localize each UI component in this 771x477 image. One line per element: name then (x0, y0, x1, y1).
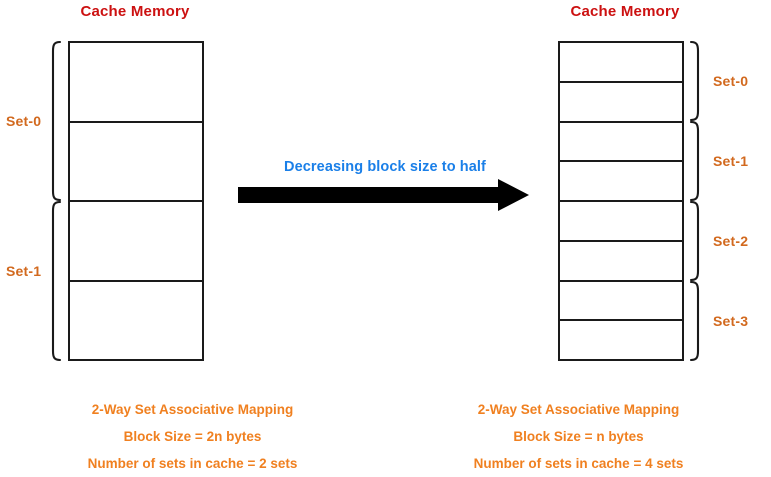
cache-line (70, 43, 202, 123)
cache-line (560, 241, 682, 282)
cache-line (560, 281, 682, 322)
set-brace-left-0 (44, 40, 62, 202)
set-brace-right-2 (689, 200, 707, 282)
set-label-right-3: Set-3 (713, 313, 749, 329)
set-label-left-1: Set-1 (6, 263, 42, 279)
cache-table-left (68, 41, 204, 361)
set-brace-right-1 (689, 120, 707, 202)
set-label-right-2: Set-2 (713, 233, 749, 249)
caption-right-line-1: 2-Way Set Associative Mapping (477, 402, 680, 417)
caption-right: 2-Way Set Associative Mapping Block Size… (386, 396, 771, 477)
cache-memory-title-right: Cache Memory (570, 3, 680, 20)
set-label-right-1: Set-1 (713, 153, 749, 169)
set-brace-right-0 (689, 40, 707, 122)
cache-memory-title-left: Cache Memory (80, 3, 190, 20)
caption-left-line-3: Number of sets in cache = 2 sets (87, 456, 298, 471)
cache-line (70, 122, 202, 202)
set-brace-right-3 (689, 280, 707, 362)
set-brace-left-1 (44, 200, 62, 362)
cache-line (70, 281, 202, 359)
set-label-left-0: Set-0 (6, 113, 42, 129)
caption-left-line-1: 2-Way Set Associative Mapping (91, 402, 294, 417)
cache-line (560, 202, 682, 242)
cache-line (560, 82, 682, 123)
transform-caption: Decreasing block size to half (284, 159, 486, 175)
cache-table-right (558, 41, 684, 361)
set-label-right-0: Set-0 (713, 73, 749, 89)
caption-right-line-2: Block Size = n bytes (513, 429, 644, 444)
cache-line (560, 43, 682, 83)
caption-right-line-3: Number of sets in cache = 4 sets (473, 456, 684, 471)
caption-left-line-2: Block Size = 2n bytes (123, 429, 262, 444)
right-arrow-icon (236, 178, 531, 212)
cache-line (70, 202, 202, 282)
cache-line (560, 321, 682, 359)
cache-line (560, 162, 682, 202)
caption-left: 2-Way Set Associative Mapping Block Size… (0, 396, 385, 477)
cache-line (560, 122, 682, 163)
